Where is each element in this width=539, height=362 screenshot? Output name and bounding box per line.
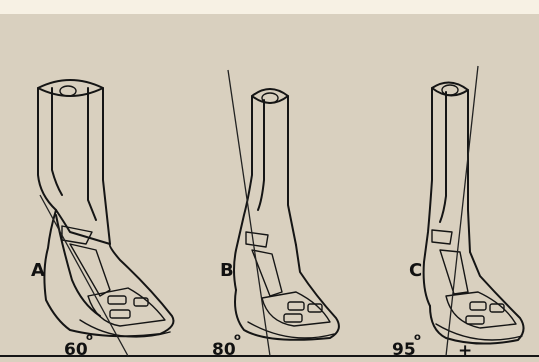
angle-label-c: 95 bbox=[392, 340, 416, 360]
angle-label-a: 60 bbox=[64, 340, 88, 360]
panel-letter-b: B bbox=[220, 260, 234, 281]
panel-c: C 95 o + bbox=[392, 66, 524, 361]
panel-letter-a: A bbox=[31, 260, 45, 281]
plus-mark-c: + bbox=[458, 341, 472, 361]
degree-symbol-a: o bbox=[86, 332, 93, 343]
degree-symbol-c: o bbox=[414, 332, 421, 343]
angle-line-a bbox=[40, 195, 128, 356]
angle-label-b: 80 bbox=[212, 340, 236, 360]
angle-line-c bbox=[446, 66, 478, 356]
panel-letter-c: C bbox=[409, 260, 422, 281]
leg-a bbox=[38, 80, 174, 337]
panel-a: A 60 o bbox=[31, 80, 174, 360]
panel-b: B 80 o bbox=[212, 70, 339, 360]
leg-c bbox=[424, 82, 524, 343]
degree-symbol-b: o bbox=[234, 332, 241, 343]
